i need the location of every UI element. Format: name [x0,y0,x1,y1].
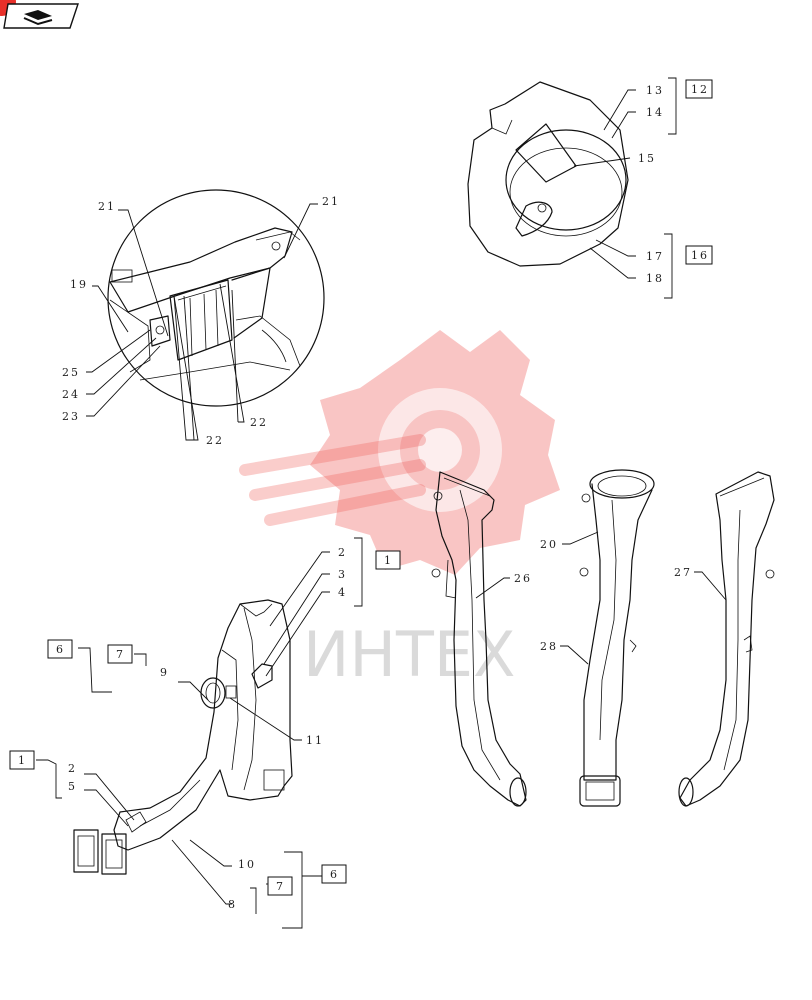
duct-right [678,471,775,807]
box-7-bottom [267,876,293,896]
box-16 [685,245,713,265]
callout-21: 21 [98,200,116,213]
label-boxes [9,79,713,896]
callout-22: 22 [206,434,224,447]
callout-12: 12 [691,83,709,96]
box-12 [685,79,713,99]
callout-6: 6 [56,643,65,656]
callout-13: 13 [646,84,664,97]
callout-16: 16 [691,249,709,262]
duct-left [431,471,527,807]
callout-5: 5 [68,780,77,793]
callout-3: 3 [338,568,347,581]
callout-21: 21 [322,195,340,208]
callout-14: 14 [646,106,664,119]
box-6-bottom [321,864,347,884]
callout-2: 2 [338,546,347,559]
callout-9: 9 [160,666,169,679]
callout-10: 10 [238,858,256,871]
duct-center [579,469,655,807]
box-6-left [47,639,73,659]
callout-11: 11 [306,734,324,747]
callout-2: 2 [68,762,77,775]
callout-7: 7 [116,648,125,661]
duct-outlets [73,829,127,875]
callout-labels: 21 21 19 25 24 23 22 22 13 14 12 15 17 1… [18,83,709,911]
callout-15: 15 [638,152,656,165]
box-1-top [375,550,401,570]
filter-canister [467,81,629,267]
callout-22: 22 [250,416,268,429]
callout-4: 4 [338,586,347,599]
detail-circle-assembly [107,189,325,407]
callout-24: 24 [62,388,80,401]
box-7-left [107,644,133,664]
callout-1: 1 [384,554,393,567]
callout-19: 19 [70,278,88,291]
watermark: ИНТЕХ [239,330,560,691]
box-1-left [9,750,35,770]
callout-26: 26 [514,572,532,585]
callout-28: 28 [540,640,558,653]
callout-25: 25 [62,366,80,379]
callout-23: 23 [62,410,80,423]
callout-1: 1 [18,754,27,767]
callout-8: 8 [228,898,237,911]
watermark-text: ИНТЕХ [303,618,516,691]
callout-18: 18 [646,272,664,285]
leader-lines [36,77,727,929]
callout-17: 17 [646,250,664,263]
page-turn-icon [23,10,53,26]
callout-6: 6 [330,868,339,881]
circle-inner-parts [109,227,301,381]
callout-7: 7 [276,880,285,893]
detail-circle [107,189,325,407]
callout-27: 27 [674,566,692,579]
callout-20: 20 [540,538,558,551]
duct-assembly [73,599,293,875]
nav-badge[interactable] [0,0,79,29]
